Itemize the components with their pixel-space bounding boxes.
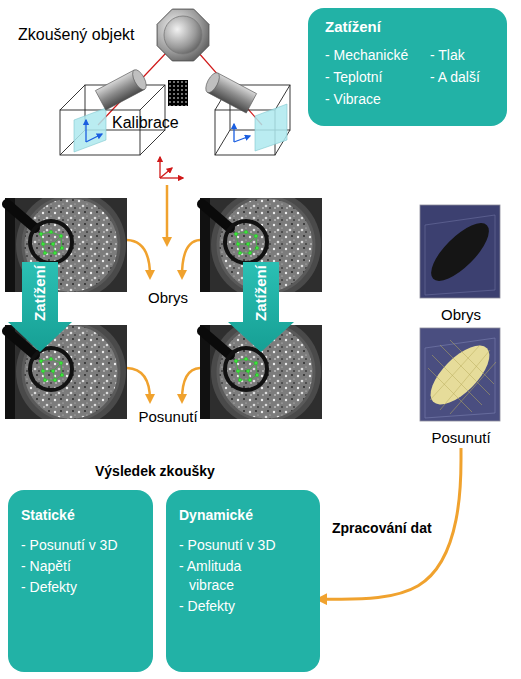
section-heading: Výsledek zkoušky bbox=[95, 462, 265, 480]
axis-arrow bbox=[234, 136, 250, 142]
step-label: Obrys bbox=[123, 289, 213, 307]
node-heading: Dynamické bbox=[179, 506, 314, 525]
contour-image bbox=[420, 205, 500, 298]
axis-arrow bbox=[85, 120, 86, 142]
camera-lens bbox=[203, 71, 257, 113]
result-box: Statické - Posunutí v 3D - Napětí - Defekty bbox=[8, 490, 153, 672]
load-arrow-label: Zatížení bbox=[252, 253, 270, 333]
image-panel: Obrys bbox=[415, 200, 507, 325]
node-item: - Posunutí v 3D bbox=[21, 536, 146, 555]
calibration-label: Kalibrace bbox=[112, 114, 202, 132]
node-item: - Napětí bbox=[21, 557, 146, 576]
node-item: - A další bbox=[430, 68, 502, 87]
node-heading: Obrys bbox=[415, 305, 507, 324]
step-label: Posunutí bbox=[123, 408, 213, 426]
camera-lens bbox=[95, 68, 149, 110]
node-item: - Defekty bbox=[179, 597, 309, 616]
coordinate-axes bbox=[160, 157, 183, 178]
image-panel: Posunutí bbox=[415, 323, 507, 448]
flow-connector bbox=[320, 448, 461, 599]
load-arrow-label: Zatížení bbox=[31, 253, 49, 333]
node-item: - Teplotní bbox=[325, 68, 427, 87]
node-item: - Posunutí v 3D bbox=[179, 536, 309, 555]
axis-arrow bbox=[233, 124, 234, 142]
test-object bbox=[157, 9, 209, 61]
node-item: - Vibrace bbox=[325, 90, 427, 109]
sensor-plane bbox=[74, 108, 106, 152]
object-label: Zkoušený objekt bbox=[18, 26, 158, 44]
result-box: Dynamické - Posunutí v 3D - Amlituda vibra… bbox=[166, 490, 320, 672]
node-item: - Tlak bbox=[430, 46, 502, 65]
node-heading: Zatížení bbox=[325, 17, 495, 36]
displacement-image bbox=[420, 328, 500, 421]
edge-label: Zpracování dat bbox=[332, 519, 452, 537]
calibration-target bbox=[168, 80, 188, 106]
sensor-plane bbox=[255, 104, 287, 151]
node-item: - Defekty bbox=[21, 578, 146, 597]
load-box: Zatížení- Mechanické- Teplotní- Vibrace-… bbox=[308, 8, 507, 126]
node-item: - Mechanické bbox=[325, 46, 427, 65]
node-heading: Statické bbox=[21, 506, 146, 525]
axis-arrow bbox=[86, 134, 102, 142]
node-item: - Amlituda vibrace bbox=[179, 557, 269, 595]
node-heading: Posunutí bbox=[415, 428, 507, 447]
